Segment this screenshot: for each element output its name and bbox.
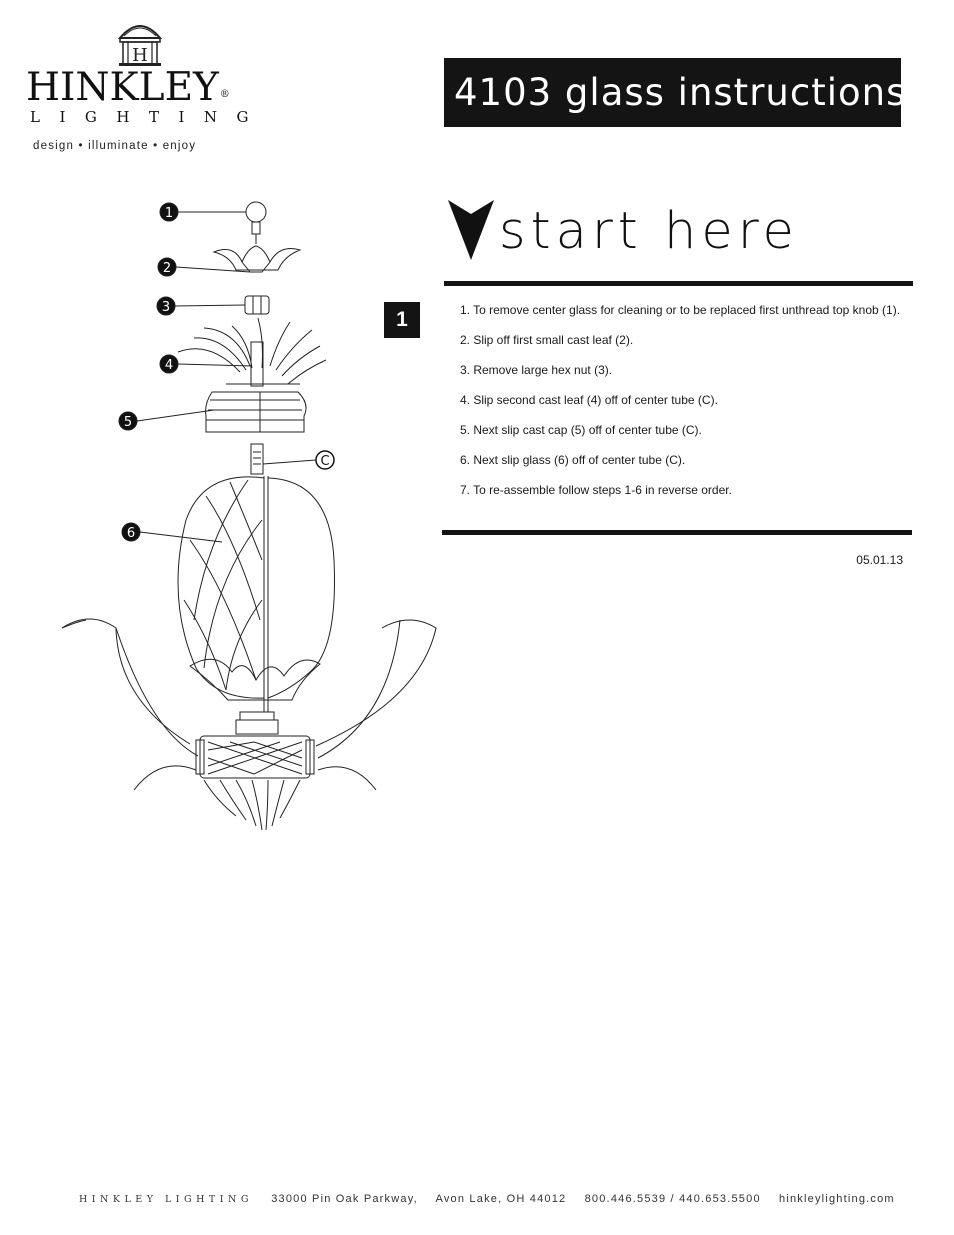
footer-website[interactable]: hinkleylighting.com [779, 1193, 895, 1205]
instruction-item: 3. Remove large hex nut (3). [460, 363, 613, 377]
fixture-exploded-diagram: 1 2 3 4 5 6 C [61, 201, 437, 831]
divider-top [444, 281, 913, 286]
revision-date: 05.01.13 [856, 553, 903, 567]
instruction-item: 4. Slip second cast leaf (4) off of cent… [460, 393, 718, 407]
divider-bottom [442, 530, 912, 535]
callout-5: 5 [118, 409, 215, 431]
callout-label: 3 [162, 300, 170, 315]
instruction-item: 5. Next slip cast cap (5) off of center … [460, 423, 702, 437]
footer-phone: 800.446.5539 / 440.653.5500 [584, 1193, 761, 1205]
callout-3: 3 [156, 296, 246, 316]
callout-2: 2 [157, 257, 251, 277]
instruction-item: 7. To re-assemble follow steps 1-6 in re… [460, 483, 732, 497]
start-here-heading: start here [444, 196, 913, 288]
registered-mark: ® [219, 89, 230, 100]
fixture-body [61, 618, 437, 831]
lantern-logo-icon: H [117, 25, 163, 66]
instruction-item: 6. Next slip glass (6) off of center tub… [460, 453, 686, 467]
footer: HINKLEY LIGHTING 33000 Pin Oak Parkway, … [79, 1193, 899, 1205]
callout-1: 1 [159, 202, 246, 222]
center-tube-part [250, 443, 269, 712]
brand-tagline: design • illuminate • enjoy [33, 140, 197, 152]
cast-cap-part [205, 391, 307, 433]
down-arrow-icon [448, 200, 494, 260]
glass-part [177, 476, 335, 701]
hex-nut-part [244, 295, 270, 315]
callout-4: 4 [159, 354, 253, 374]
callout-label: 2 [163, 261, 171, 276]
brand-logo: H HINKLEY® LIGHTING [26, 18, 256, 158]
instruction-item: 1. To remove center glass for cleaning o… [460, 303, 901, 317]
callout-c: C [262, 450, 335, 470]
top-knob-part [245, 201, 267, 244]
callout-6: 6 [121, 522, 223, 543]
instruction-list: 1. To remove center glass for cleaning o… [460, 303, 905, 513]
callout-label: 6 [127, 526, 135, 541]
callout-label: C [320, 454, 329, 469]
brand-subline: LIGHTING [30, 108, 268, 126]
callout-label: 1 [165, 206, 173, 221]
page-title: 4103 glass instructions [444, 58, 905, 127]
start-here-text: start here [499, 202, 799, 261]
svg-text:H: H [132, 45, 148, 66]
step-number-badge: 1 [384, 302, 420, 338]
callout-label: 5 [124, 415, 132, 430]
callout-label: 4 [165, 358, 173, 373]
small-cast-leaf-part [212, 245, 302, 273]
brand-name: HINKLEY® [26, 65, 230, 110]
instruction-item: 2. Slip off first small cast leaf (2). [460, 333, 634, 347]
footer-city: Avon Lake, OH 44012 [435, 1193, 567, 1205]
footer-company: HINKLEY LIGHTING [79, 1194, 253, 1205]
large-cast-leaf-part [177, 317, 327, 387]
footer-address: 33000 Pin Oak Parkway, [271, 1193, 418, 1205]
